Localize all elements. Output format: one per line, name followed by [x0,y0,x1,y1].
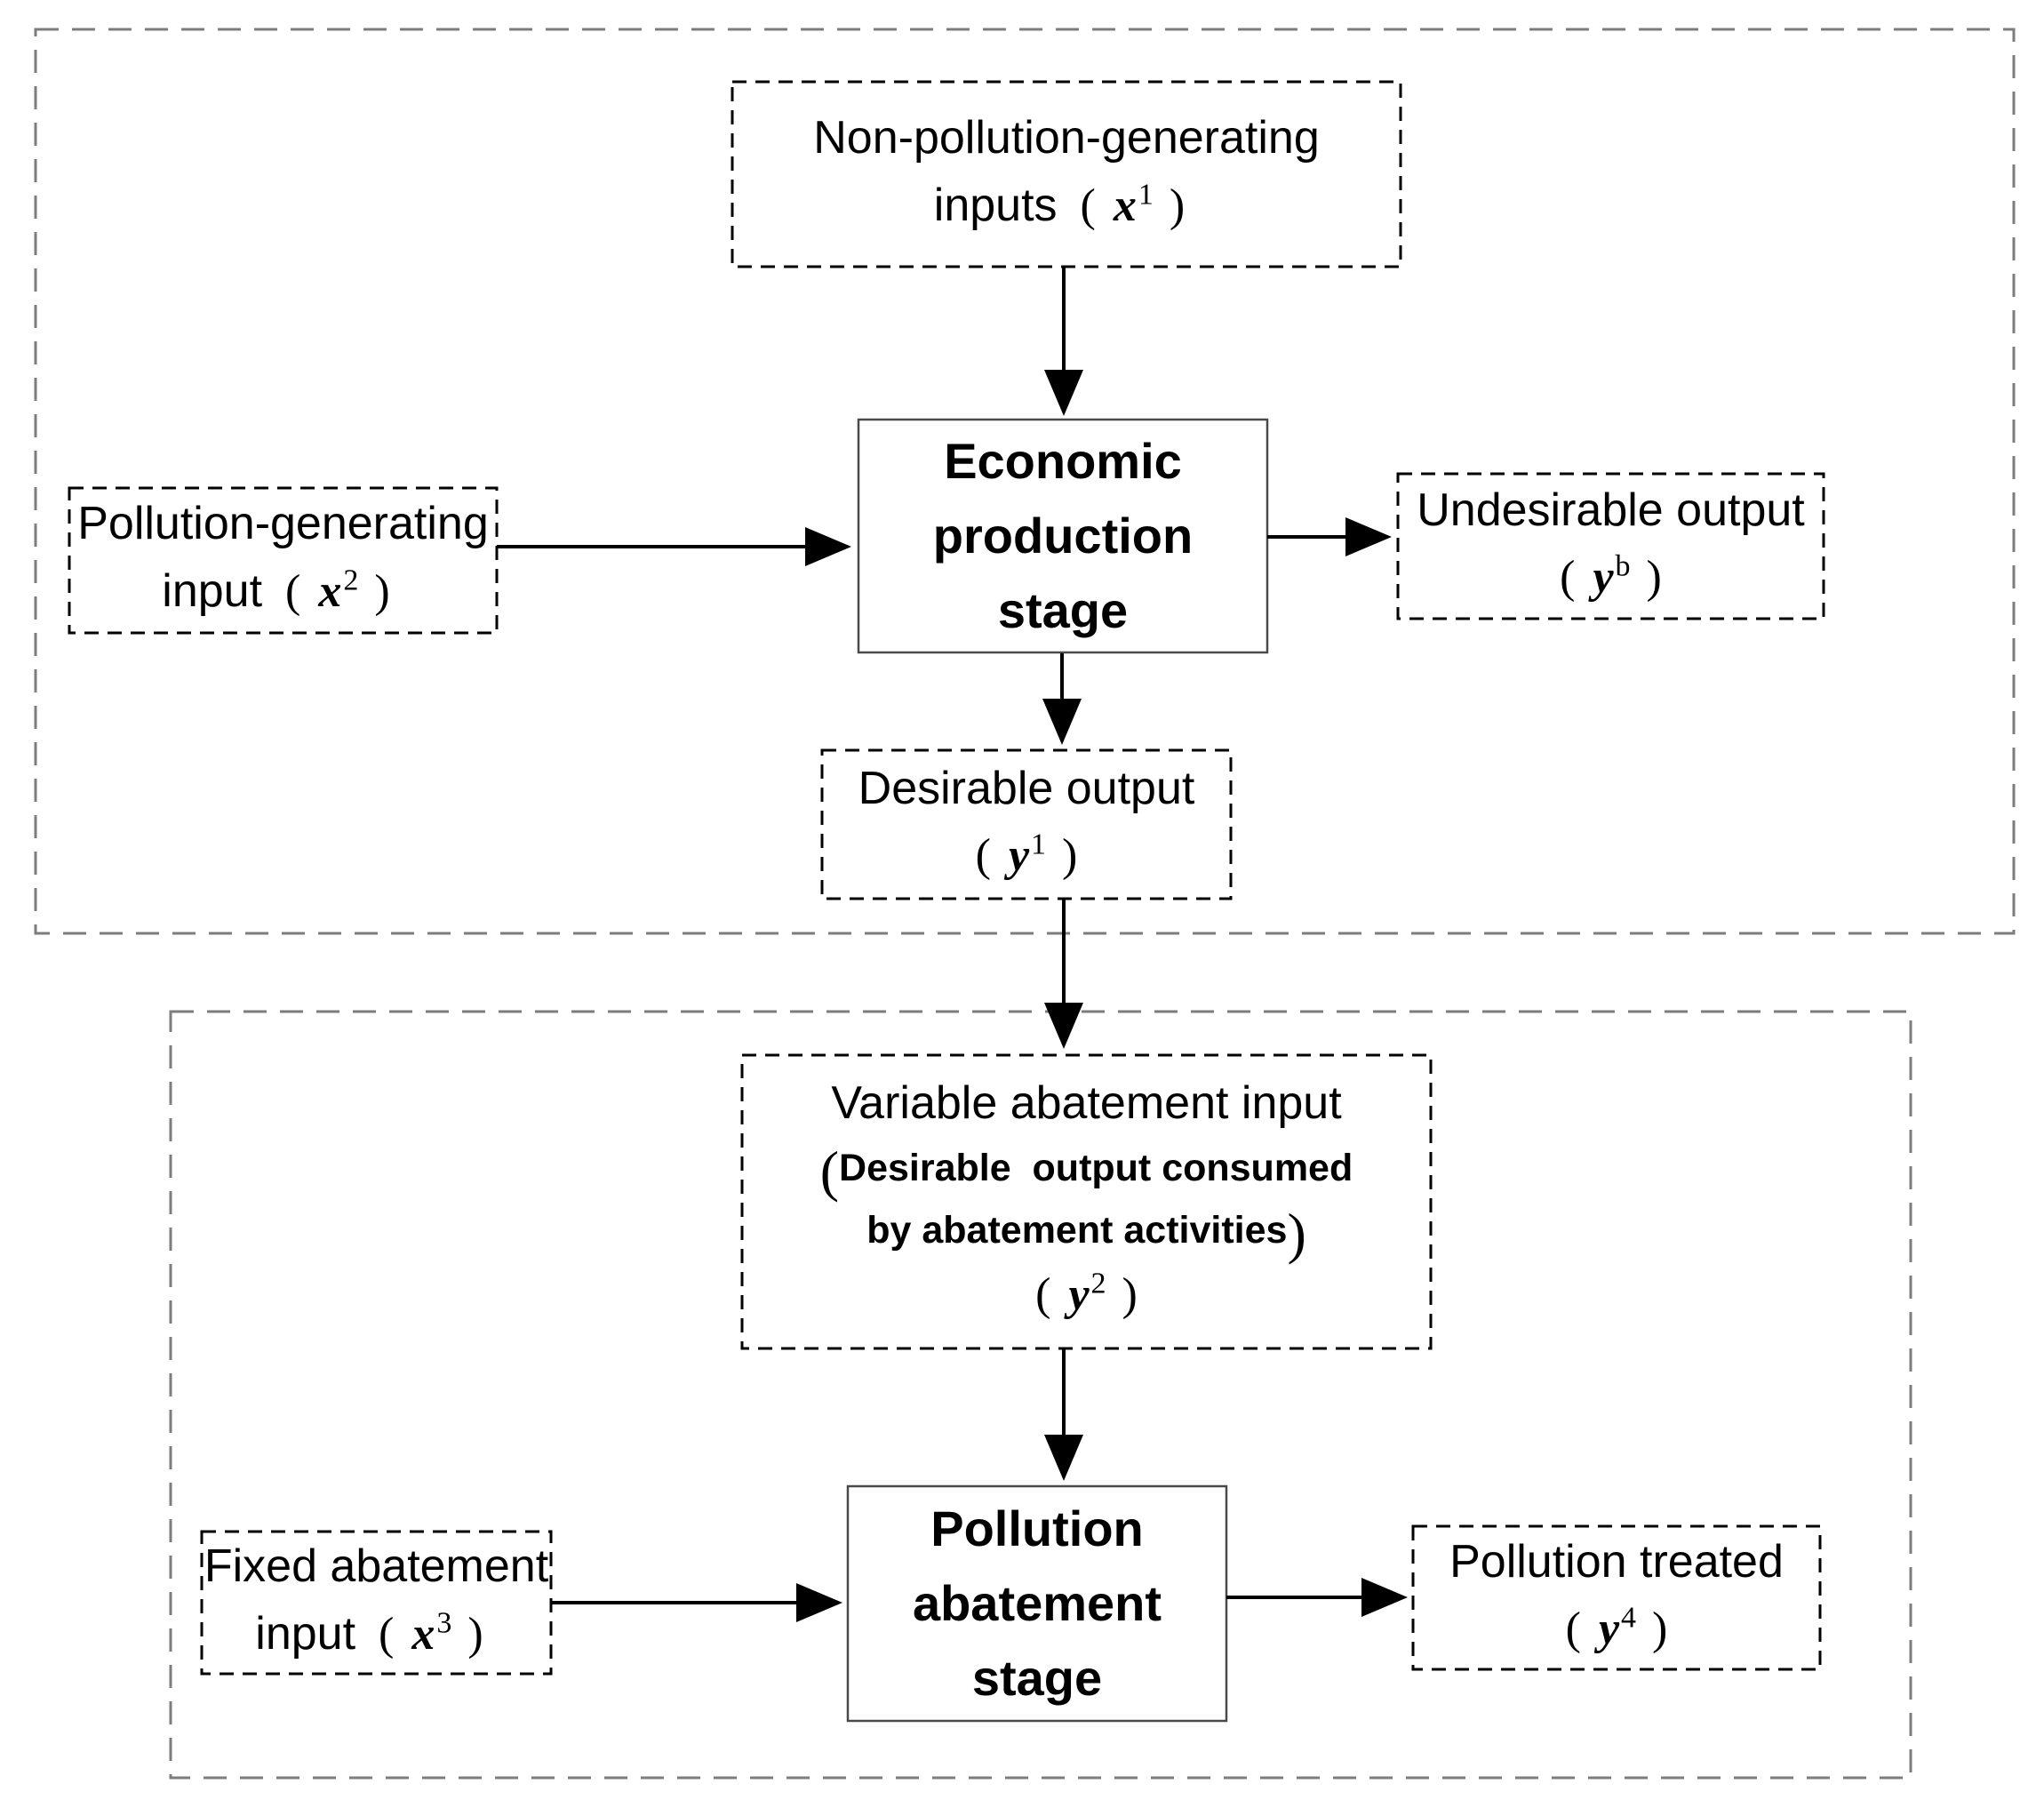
desirable-output-box: Desirable output ( y 1 ) [822,750,1231,899]
undesirable-output-box-border [1396,472,1825,620]
open-paren: ( [975,829,991,881]
abatement-stage-line2: abatement [912,1575,1162,1631]
close-paren: ) [1646,551,1662,603]
open-paren: ( [1565,1603,1581,1654]
non-pollution-inputs-math: inputs ( x 1 ) [934,172,1199,245]
non-pollution-inputs-label: inputs [933,179,1058,231]
abatement-stage-container-border [169,1010,1912,1780]
math-symbol-yb: y [1593,551,1614,603]
math-superscript: 2 [343,564,359,597]
variable-abatement-input-line3: by abatement activities) [866,1199,1306,1262]
open-paren: ( [1560,551,1576,603]
desirable-output-math: ( y 1 ) [962,822,1092,895]
pollution-treated-line1: Pollution treated [1449,1535,1784,1588]
economic-stage-container-border [34,28,2016,935]
math-symbol-x3: x [411,1608,435,1660]
close-paren: ) [467,1608,483,1660]
math-symbol-x1: x [1113,180,1137,231]
open-paren: ( [1035,1269,1051,1320]
economic-production-stage-box: Economic production stage [858,420,1267,652]
pollution-treated-math: ( y 4 ) [1552,1596,1682,1668]
math-superscript: 4 [1621,1600,1637,1634]
desirable-output-box-border [820,748,1233,900]
close-paren: ) [1169,180,1186,231]
undesirable-output-box: Undesirable output ( y b ) [1398,474,1824,619]
open-paren: ( [285,566,301,617]
variable-abatement-input-box: Variable abatement input (Desirable outp… [742,1055,1431,1348]
pollution-generating-input-line1: Pollution-generating [77,498,489,549]
variable-abatement-input-line2-text: Desirable output consumed [839,1147,1353,1189]
close-paren: ) [1122,1269,1138,1320]
pollution-generating-input-label: input [162,565,263,617]
math-symbol-y1: y [1008,829,1030,881]
pollution-abatement-stage-box-border [846,1484,1228,1723]
pollution-generating-input-math: input ( x 2 ) [162,557,403,631]
fixed-abatement-input-math: input ( x 3 ) [255,1600,497,1674]
close-paren: ) [1062,829,1078,881]
math-superscript: b [1615,548,1631,582]
pollution-generating-input-box: Pollution-generating input ( x 2 ) [69,488,497,633]
undesirable-output-math: ( y b ) [1545,544,1676,617]
open-paren: ( [379,1608,395,1660]
economic-stage-line2: production [932,508,1194,564]
fixed-abatement-input-line1: Fixed abatement [204,1540,549,1592]
math-superscript: 1 [1138,177,1154,211]
non-pollution-inputs-line1: Non-pollution-generating [813,111,1320,164]
math-symbol-y4: y [1598,1603,1620,1654]
variable-abatement-input-line2: (Desirable output consumed [820,1137,1353,1200]
pollution-abatement-stage-box: Pollution abatement stage [848,1486,1226,1721]
economic-stage-line3: stage [997,582,1129,638]
variable-abatement-input-math: ( y 2 ) [1021,1261,1152,1334]
variable-abatement-input-line3-text: by abatement activities [866,1209,1288,1252]
fixed-abatement-input-label: input [255,1607,356,1660]
math-superscript: 2 [1090,1267,1106,1300]
close-paren: ) [374,566,390,617]
undesirable-output-line1: Undesirable output [1417,484,1805,536]
fixed-abatement-input-box: Fixed abatement input ( x 3 ) [202,1532,551,1674]
math-symbol-y2: y [1068,1269,1090,1320]
economic-stage-line1: Economic [944,433,1182,489]
close-paren: ) [1652,1603,1668,1654]
pollution-generating-input-box-border [68,486,499,635]
math-symbol-x2: x [318,566,342,617]
variable-abatement-input-box-border [740,1053,1433,1350]
pollution-treated-box-border [1411,1524,1822,1671]
abatement-stage-line1: Pollution [930,1500,1144,1556]
math-superscript: 1 [1031,827,1047,860]
desirable-output-line1: Desirable output [858,762,1195,814]
open-paren: ( [1080,180,1096,231]
non-pollution-inputs-box: Non-pollution-generating inputs ( x 1 ) [732,82,1401,267]
math-superscript: 3 [436,1605,452,1639]
abatement-stage-line3: stage [971,1650,1103,1706]
non-pollution-inputs-box-border [731,80,1402,268]
pollution-treated-box: Pollution treated ( y 4 ) [1413,1526,1820,1669]
variable-abatement-input-line1: Variable abatement input [831,1077,1342,1129]
